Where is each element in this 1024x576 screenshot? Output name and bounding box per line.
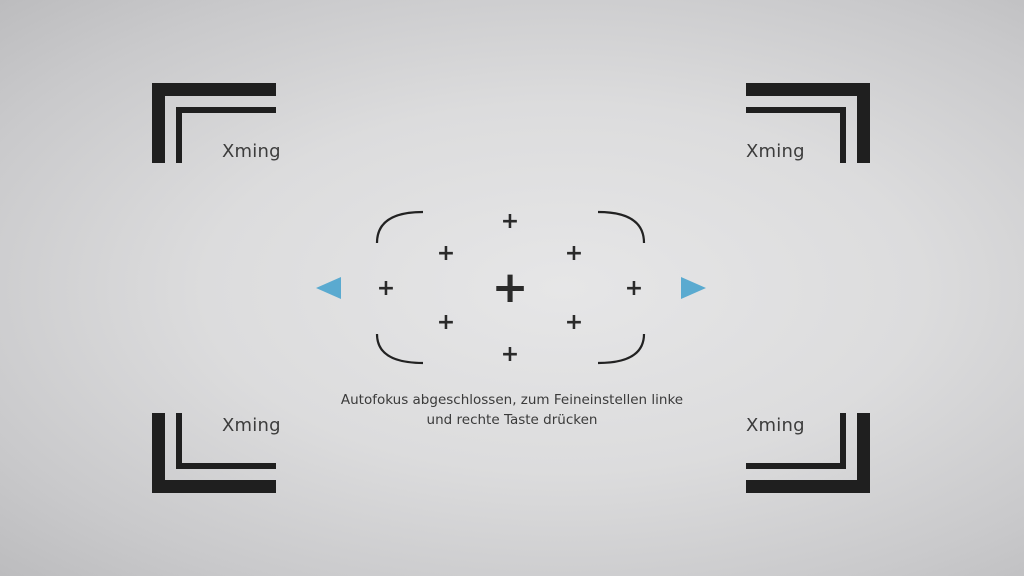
corner-label-top-right: Xming: [746, 141, 805, 162]
focus-corner-bottom-left: [375, 333, 424, 365]
focus-corner-top-left: [375, 210, 424, 244]
outer-bar-horizontal: [152, 83, 276, 96]
inner-bar-horizontal: [176, 107, 276, 113]
outer-bar-horizontal: [746, 480, 870, 493]
inner-bar-horizontal: [746, 463, 846, 469]
focus-point-center: +: [491, 262, 529, 313]
outer-bar-horizontal: [746, 83, 870, 96]
focus-point-right: +: [624, 276, 644, 301]
corner-bracket-bottom-right: [746, 413, 870, 493]
focus-point-left: +: [376, 276, 396, 301]
focus-point-lower-right: +: [564, 310, 584, 335]
focus-point-top: +: [500, 209, 520, 234]
left-arrow-icon[interactable]: [316, 277, 341, 299]
message-line-1: Autofokus abgeschlossen, zum Feineinstel…: [340, 392, 684, 408]
inner-bar-vertical: [840, 413, 846, 469]
outer-bar-vertical: [857, 83, 870, 163]
outer-bar-horizontal: [152, 480, 276, 493]
focus-point-bottom: +: [500, 342, 520, 367]
outer-bar-vertical: [152, 83, 165, 163]
corner-bracket-top-right: [746, 83, 870, 163]
inner-bar-horizontal: [746, 107, 846, 113]
inner-bar-horizontal: [176, 463, 276, 469]
focus-point-upper-right: +: [564, 241, 584, 266]
corner-bracket-bottom-left: [152, 413, 276, 493]
autofocus-message: Autofokus abgeschlossen, zum Feineinstel…: [0, 390, 1024, 430]
inner-bar-vertical: [176, 107, 182, 163]
inner-bar-vertical: [176, 413, 182, 469]
focus-corner-top-right: [597, 210, 646, 244]
focus-point-lower-left: +: [436, 310, 456, 335]
corner-label-bottom-right: Xming: [746, 415, 805, 436]
focus-point-upper-left: +: [436, 241, 456, 266]
outer-bar-vertical: [152, 413, 165, 493]
message-line-2: und rechte Taste drücken: [426, 412, 598, 428]
focus-corner-bottom-right: [597, 333, 646, 365]
corner-label-bottom-left: Xming: [222, 415, 281, 436]
outer-bar-vertical: [857, 413, 870, 493]
corner-bracket-top-left: [152, 83, 276, 163]
corner-label-top-left: Xming: [222, 141, 281, 162]
right-arrow-icon[interactable]: [681, 277, 706, 299]
inner-bar-vertical: [840, 107, 846, 163]
